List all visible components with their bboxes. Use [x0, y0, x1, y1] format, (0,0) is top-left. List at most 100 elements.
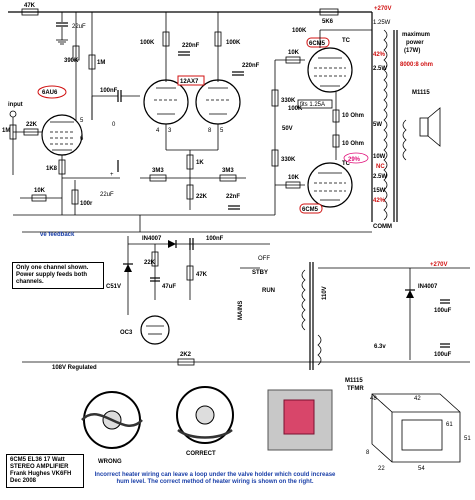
label-b-plus-ps: +270V	[430, 262, 448, 268]
input-jack	[9, 110, 17, 118]
resistor-1k-mid	[186, 154, 194, 170]
label-max-power-3: (17W)	[404, 48, 420, 54]
valve-6cm5-top-tag	[306, 37, 330, 48]
label-10ohm-b: 10 Ohm	[342, 141, 364, 147]
resistor-10k-bottom	[285, 181, 301, 189]
label-100r: 100r	[80, 201, 93, 207]
label-2-5w-b: 2.5W	[373, 174, 387, 180]
label-zener: C51V	[106, 284, 121, 290]
zener-diode	[124, 264, 132, 272]
label-100k-g2: 100K	[288, 106, 303, 112]
label-100k-a: 100K	[140, 40, 155, 46]
label-pct-29: 29%	[348, 157, 361, 163]
resistor-10k-left	[31, 194, 47, 202]
label-100k-g1: 100K	[292, 28, 307, 34]
label-2-5w-a: 2.5W	[373, 66, 387, 72]
label-100uf-b: 100uF	[434, 352, 452, 358]
label-oc3: OC3	[120, 330, 133, 336]
label-dim-51: 51	[464, 436, 471, 442]
resistor-100k-b	[214, 31, 222, 47]
label-1m-in: 1M	[2, 128, 10, 134]
title-line-1: 6CM5 EL36 17 Watt	[10, 457, 65, 463]
label-b-plus: +270V	[374, 6, 392, 12]
label-5w: 5W	[373, 122, 382, 128]
power-transformer-heater	[317, 334, 322, 366]
tfmr-outline	[371, 393, 461, 463]
caption: Incorrect heater wiring can leave a loop…	[90, 472, 340, 486]
resistor-10k-top	[285, 56, 301, 64]
label-10w: 10W	[373, 154, 386, 160]
label-6cm5-top: 6CM5	[309, 41, 326, 47]
title-line-4: Dec 2008	[10, 478, 37, 484]
label-tfmr-1: M1115	[345, 378, 363, 384]
label-mains: MAINS	[238, 301, 244, 320]
valve-12ax7-tag	[177, 75, 205, 86]
label-1k-mid: 1K	[196, 160, 204, 166]
svg-text:4: 4	[156, 128, 160, 134]
svg-text:0: 0	[112, 122, 116, 128]
heater-wiring-correct	[177, 428, 233, 439]
label-wrong: WRONG	[98, 459, 122, 465]
label-220nf-b: 220nF	[242, 63, 260, 69]
label-6cm5-bottom: 6CM5	[302, 207, 319, 213]
valve-oc3	[140, 315, 170, 345]
label-dim-8: 8	[366, 450, 370, 456]
label-6-3v: 6.3v	[374, 344, 386, 350]
resistor-1k8	[58, 159, 66, 175]
label-22uf-top: 22uF	[72, 24, 86, 30]
caption-text: Incorrect heater wiring can leave a loop…	[94, 472, 336, 485]
label-tc-top: TC	[342, 38, 351, 44]
label-110v: 110V	[322, 286, 328, 300]
label-max-power-2: power	[406, 40, 424, 46]
label-6au6: 6AU6	[42, 90, 58, 96]
label-dim-42: 42	[414, 396, 421, 402]
fuse	[297, 99, 333, 109]
heater-wiring-wrong	[81, 413, 143, 427]
svg-text:5: 5	[80, 118, 84, 124]
label-pct-42-bottom: 42%	[373, 198, 386, 204]
label-12ax7: 12AX7	[180, 79, 199, 85]
label-input: input	[8, 102, 23, 108]
title-line-2: STEREO AMPLIFIER	[10, 464, 69, 470]
svg-text:6: 6	[80, 136, 84, 142]
speaker-cone	[427, 107, 441, 147]
label-correct: CORRECT	[186, 451, 216, 457]
label-3m3-b: 3M3	[222, 168, 234, 174]
note-text: Only one channel shown. Power supply fee…	[16, 265, 89, 285]
label-2k2: 2K2	[180, 352, 192, 358]
label-220nf-a: 220nF	[182, 43, 200, 49]
label-47uf: 47uF	[162, 284, 176, 290]
valve-6cm5-bottom-tag	[299, 203, 323, 214]
title-line-3: Frank Hughes VK6FH	[10, 471, 72, 477]
label-off: OFF	[258, 256, 270, 262]
resistor-10ohm-a	[332, 109, 340, 123]
output-transformer-primary	[383, 29, 388, 221]
label-comm: COMM	[373, 224, 392, 230]
note-box: Only one channel shown. Power supply fee…	[12, 262, 104, 289]
label-10k-top: 10K	[288, 50, 300, 56]
label-10k-left: 10K	[34, 188, 46, 194]
label-run: RUN	[262, 288, 275, 294]
label-5k6: 5K6	[322, 19, 334, 25]
output-transformer-secondary	[402, 119, 407, 161]
label-tc-bottom: TC	[342, 161, 351, 167]
resistor-47k-top	[21, 8, 39, 16]
label-1k8: 1K8	[46, 166, 58, 172]
svg-text:3: 3	[168, 128, 172, 134]
label-50v: 50V	[282, 126, 293, 132]
speaker	[419, 117, 429, 137]
label-feedback: ve feedback	[40, 232, 75, 238]
valve-6cm5-bottom	[307, 162, 353, 208]
label-108v: 108V Regulated	[52, 365, 97, 371]
label-3m3-a: 3M3	[152, 168, 164, 174]
label-dim-22: 22	[378, 466, 385, 472]
resistor-330k-b	[271, 149, 279, 167]
label-pct-42-top: 42%	[373, 52, 386, 58]
label-22k-mid: 22K	[196, 194, 208, 200]
label-47k-top: 47K	[24, 3, 36, 9]
resistor-5k6	[319, 8, 339, 16]
label-15w: 15W	[373, 188, 386, 194]
label-330k-b: 330K	[281, 157, 296, 163]
valve-12ax7-b	[195, 79, 241, 125]
